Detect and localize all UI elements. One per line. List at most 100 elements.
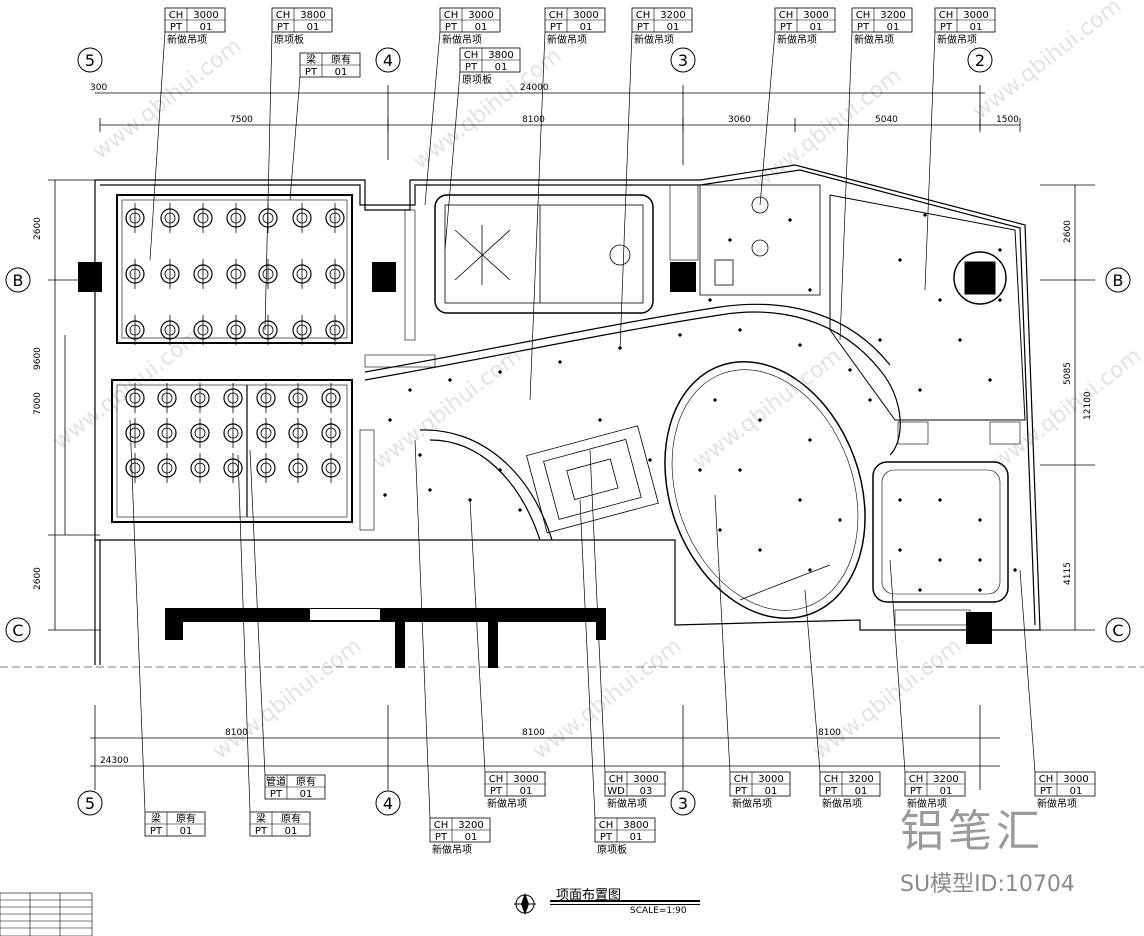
drawing-scale: SCALE=1:90	[630, 906, 687, 916]
corridor-opening	[310, 609, 380, 620]
downlight-icon	[157, 418, 177, 448]
tag-height: 3200	[933, 774, 958, 785]
dim-left-7000: 7000	[33, 392, 43, 415]
svg-text:3: 3	[678, 51, 688, 70]
axis-bubble-top-3: 3	[670, 47, 696, 73]
tag-note: 新做吊项	[937, 33, 977, 46]
downlight-icon	[160, 203, 180, 233]
tag-material-code: 03	[640, 786, 653, 797]
tag-code: CH	[464, 50, 479, 61]
structural-columns	[78, 262, 992, 668]
tag-height: 3200	[848, 774, 873, 785]
tag-code: 梁	[151, 812, 161, 825]
tag-height: 3200	[660, 10, 685, 21]
dim-top-total: 24000	[520, 83, 549, 93]
tag-code: CH	[549, 10, 564, 21]
dim-left-2600-bottom: 2600	[33, 567, 43, 590]
title-underline-thin	[550, 904, 700, 905]
tag-material-code: 01	[307, 22, 320, 33]
downlight-icon	[325, 203, 345, 233]
dim-left-2600-top: 2600	[33, 217, 43, 240]
tag-note: 新做吊项	[442, 33, 482, 46]
svg-text:www.qbihui.com: www.qbihui.com	[808, 634, 966, 765]
svg-text:5: 5	[85, 51, 95, 70]
dim-top-seg-4: 5040	[875, 115, 898, 125]
downlight-icon	[190, 383, 210, 413]
tag-material: PT	[150, 826, 163, 837]
tag-note: 新做吊项	[822, 797, 862, 810]
tag-code: CH	[1039, 774, 1054, 785]
top-dimension-lines	[95, 85, 1021, 165]
tag-material: PT	[550, 22, 563, 33]
tag-height: 3200	[458, 820, 483, 831]
svg-text:C: C	[1112, 621, 1123, 640]
downlight-icon	[258, 315, 278, 345]
tag-code: CH	[444, 10, 459, 21]
left-bottom-room	[111, 379, 353, 523]
upper-middle-room	[699, 184, 821, 296]
brand-logo: 铝笔汇	[900, 806, 1044, 857]
downlight-icon	[125, 383, 145, 413]
dim-right-12100: 12100	[1083, 391, 1093, 420]
compass-icon	[514, 893, 536, 915]
dim-top-seg-2: 8100	[522, 115, 545, 125]
bottom-dimension-lines	[90, 705, 1000, 790]
downlight-icon	[125, 418, 145, 448]
tag-material-code: 01	[200, 22, 213, 33]
tag-material: PT	[277, 22, 290, 33]
axis-bubble-right-b: B	[1105, 267, 1131, 293]
downlight-icon	[226, 315, 246, 345]
downlight-icon	[256, 383, 276, 413]
dim-right-5085: 5085	[1063, 362, 1073, 385]
dim-top-left-small: 300	[90, 83, 107, 93]
dim-right-2600: 2600	[1063, 220, 1073, 243]
svg-text:B: B	[13, 271, 24, 290]
downlight-icon	[321, 383, 341, 413]
tag-note: 新做吊项	[547, 33, 587, 46]
svg-text:B: B	[1113, 271, 1124, 290]
downlight-grid	[125, 203, 345, 483]
downlight-icon	[125, 453, 145, 483]
tag-note: 新做吊项	[432, 843, 472, 856]
tag-material: PT	[910, 786, 923, 797]
downlight-icon	[193, 203, 213, 233]
tag-code: 管道	[266, 775, 286, 788]
dim-bottom-seg-1: 8100	[225, 728, 248, 738]
downlight-icon	[256, 453, 276, 483]
svg-text:www.qbihui.com: www.qbihui.com	[88, 34, 246, 165]
tag-material-code: 01	[495, 62, 508, 73]
downlight-icon	[288, 383, 308, 413]
tag-code: CH	[489, 774, 504, 785]
downlight-icon	[125, 315, 145, 345]
tag-note: 新做吊项	[607, 797, 647, 810]
downlight-icon	[193, 259, 213, 289]
downlight-icon	[160, 259, 180, 289]
tag-material: PT	[305, 67, 318, 78]
downlight-icon	[325, 315, 345, 345]
tag-note: 新做吊项	[777, 33, 817, 46]
downlight-icon	[193, 315, 213, 345]
tag-material-code: 01	[180, 826, 193, 837]
axis-bubble-bottom-3: 3	[670, 790, 696, 816]
title-block-table	[0, 892, 93, 936]
tag-code: CH	[939, 10, 954, 21]
downlight-icon	[226, 203, 246, 233]
tag-height: 原有	[331, 53, 351, 66]
tag-material-code: 01	[520, 786, 533, 797]
tag-height: 3800	[623, 820, 648, 831]
tag-material: PT	[825, 786, 838, 797]
svg-text:3: 3	[678, 794, 688, 813]
drawing-title-block: 项面布置图 SCALE=1:90	[510, 882, 730, 922]
